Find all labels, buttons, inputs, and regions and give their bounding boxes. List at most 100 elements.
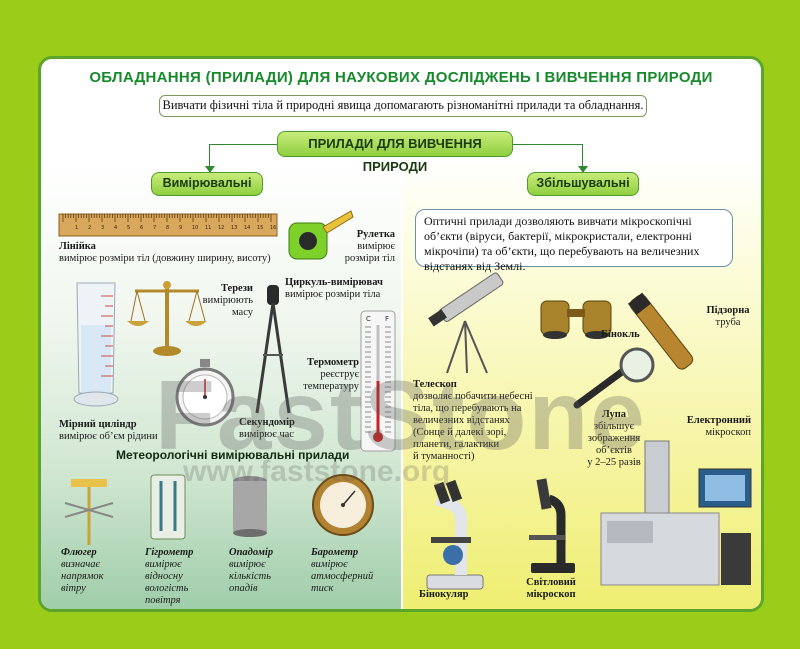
magnifying-glass-label: Лупа збільшує зображення об’єктів у 2–25… — [569, 409, 659, 469]
thermometer-image: C F — [360, 310, 396, 452]
ruler-number: 8 — [166, 225, 169, 231]
barometer-label: Барометр вимірює атмосферний тиск — [311, 547, 391, 595]
divider-compass-label: Циркуль-вимірювач вимірює розміри тіла — [285, 277, 405, 301]
rain-gauge-desc: вимірює — [229, 559, 266, 570]
connector-line-left-down — [209, 144, 210, 170]
magnifying-glass-desc: збільшує — [593, 421, 635, 432]
light-microscope-name: Світловий — [526, 577, 576, 588]
telescope-desc: дозволяє побачити небесні — [413, 391, 533, 402]
divider-compass-image — [255, 285, 291, 414]
divider-compass-desc: вимірює розміри тіла — [285, 289, 381, 300]
binoculars-label: Бінокль — [601, 329, 640, 341]
electron-microscope-label: Електронний мікроскоп — [675, 415, 751, 439]
binoculars-image — [540, 300, 612, 339]
scales-label: Терези вимірюють масу — [201, 283, 253, 319]
wind-vane-desc: напрямок — [61, 571, 104, 582]
telescope-image — [428, 272, 504, 374]
barometer-image — [312, 474, 374, 536]
electron-microscope-name: мікроскоп — [705, 427, 751, 438]
hygrometer-desc: вимірює — [145, 559, 182, 570]
ruler-number: 12 — [218, 225, 224, 231]
main-heading: ПРИЛАДИ ДЛЯ ВИВЧЕННЯ ПРИРОДИ — [277, 131, 513, 174]
tape-measure-desc: вимірює — [357, 241, 395, 252]
spyglass-label: Підзорна труба — [701, 305, 755, 329]
optics-info-box: Оптичні прилади дозволяють вивчати мікро… — [415, 209, 733, 273]
telescope-desc: й туманності) — [413, 451, 475, 462]
ruler-number: 3 — [101, 225, 104, 231]
barometer-desc: тиск — [311, 583, 334, 594]
rain-gauge-desc: кількість — [229, 571, 272, 582]
subtitle-box: Вивчати фізичні тіла й природні явища до… — [159, 95, 647, 117]
arrow-down-icon — [578, 166, 588, 173]
ruler-number: 4 — [114, 225, 117, 231]
scales-desc: масу — [231, 307, 253, 318]
thermometer-desc: температуру — [303, 381, 359, 392]
stopwatch-image — [175, 359, 235, 427]
magnifying-glass-name: Лупа — [601, 409, 627, 420]
electron-microscope-name: Електронний — [686, 415, 751, 426]
ruler-number: 11 — [205, 225, 211, 231]
hygrometer-label: Гігрометр вимірює відносну вологість пов… — [145, 547, 215, 607]
arrow-down-icon — [205, 166, 215, 173]
spyglass-image — [627, 292, 694, 370]
ruler-number: 2 — [88, 225, 91, 231]
binocular-microscope-image — [426, 479, 484, 590]
thermo-unit-c: C — [366, 315, 371, 323]
stopwatch-desc: вимірює час — [239, 429, 294, 440]
rain-gauge-name: Опадомір — [229, 547, 274, 558]
cylinder-name: Мірний циліндр — [59, 419, 137, 430]
measuring-cylinder-image — [73, 282, 119, 407]
wind-vane-image — [64, 479, 114, 545]
cylinder-desc: вимірює об’єм рідини — [59, 431, 158, 442]
light-microscope-image — [529, 478, 575, 573]
telescope-label: Телескоп дозволяє побачити небесні тіла,… — [413, 379, 543, 463]
barometer-desc: атмосферний — [311, 571, 374, 582]
telescope-desc: (Сонце й далекі зорі, — [413, 427, 507, 438]
ruler-number: 14 — [244, 225, 250, 231]
binoculars-name: Бінокль — [601, 329, 640, 340]
meteo-heading: Метеорологічні вимірювальні прилади — [116, 448, 350, 462]
connector-line-right-down — [582, 144, 583, 170]
hygrometer-desc: відносну — [145, 571, 183, 582]
telescope-desc: планети, галактики — [413, 439, 500, 450]
ruler-number: 15 — [257, 225, 263, 231]
barometer-desc: вимірює — [311, 559, 348, 570]
magnifying-heading: Збільшувальні — [527, 172, 639, 196]
barometer-name: Барометр — [311, 547, 359, 558]
ruler-desc: вимірює розміри тіл (довжину ширину, вис… — [59, 253, 271, 264]
magnifying-glass-desc: у 2–25 разів — [587, 457, 641, 468]
ruler-number: 5 — [127, 225, 130, 231]
hygrometer-desc: вологість — [145, 583, 189, 594]
scales-image — [127, 281, 207, 356]
binocular-microscope-label: Бінокуляр — [419, 589, 468, 601]
divider-compass-name: Циркуль-вимірювач — [285, 277, 383, 288]
ruler-label: Лінійка вимірює розміри тіл (довжину шир… — [59, 241, 289, 265]
cylinder-label: Мірний циліндр вимірює об’єм рідини — [59, 419, 199, 443]
telescope-name: Телескоп — [413, 379, 457, 390]
magnifying-glass-desc: об’єктів — [595, 445, 633, 456]
connector-line-left — [209, 144, 277, 145]
ruler-number: 9 — [179, 225, 182, 231]
ruler-number: 1 — [75, 225, 78, 231]
rain-gauge-desc: опадів — [229, 583, 258, 594]
ruler-number: 6 — [140, 225, 143, 231]
stopwatch-name: Секундомір — [239, 417, 295, 428]
light-microscope-name: мікроскоп — [526, 589, 576, 600]
light-microscope-label: Світловий мікроскоп — [511, 577, 591, 601]
hygrometer-desc: повітря — [145, 595, 181, 606]
spyglass-name: труба — [715, 317, 741, 328]
tape-measure-name: Рулетка — [356, 229, 395, 240]
ruler-number: 13 — [231, 225, 237, 231]
thermometer-name: Термометр — [307, 357, 359, 368]
spyglass-name: Підзорна — [706, 305, 750, 316]
hygrometer-name: Гігрометр — [145, 547, 194, 558]
ruler-number: 16 — [270, 225, 276, 231]
thermo-unit-f: F — [385, 315, 389, 323]
stopwatch-label: Секундомір вимірює час — [239, 417, 319, 441]
wind-vane-desc: вітру — [61, 583, 86, 594]
thermometer-desc: реєструє — [320, 369, 359, 380]
tape-measure-image — [288, 210, 354, 260]
rain-gauge-label: Опадомір вимірює кількість опадів — [229, 547, 299, 595]
wind-vane-name: Флюгер — [61, 547, 97, 558]
